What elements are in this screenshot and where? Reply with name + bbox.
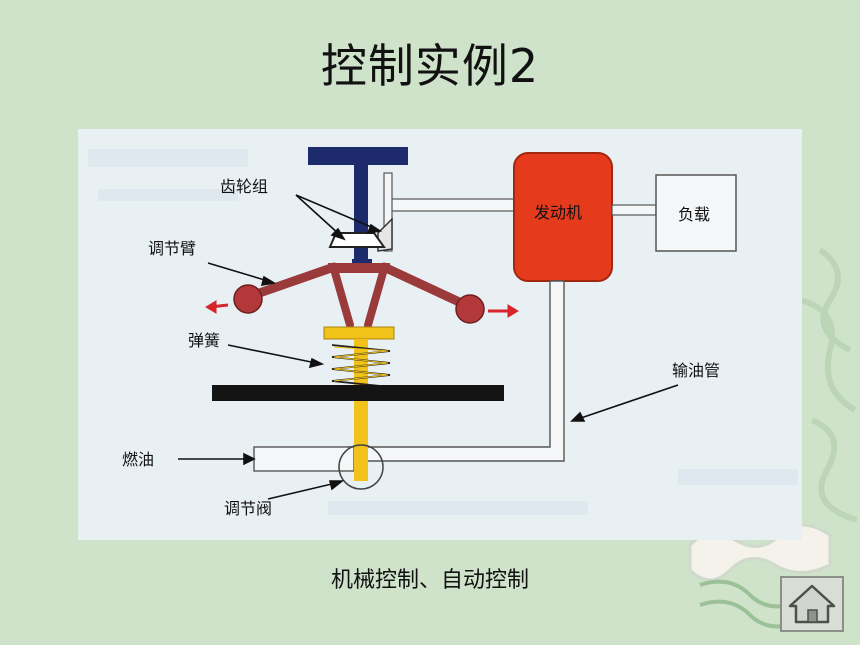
arm-left-outer (243, 262, 339, 302)
load-shaft (611, 204, 657, 216)
valve-marker (338, 444, 384, 490)
arm-right-outer (379, 262, 475, 312)
caption: 机械控制、自动控制 (330, 568, 529, 593)
home-icon (788, 584, 836, 624)
label-load: 负载 (678, 205, 711, 224)
label-adjust-valve: 调节阀 (224, 499, 273, 518)
home-button[interactable] (780, 576, 844, 632)
drive-shaft-vertical (383, 172, 393, 252)
drive-shaft (389, 198, 516, 212)
top-crossbar (308, 147, 408, 165)
label-gear-group: 齿轮组 (220, 177, 269, 196)
upper-shaft (354, 165, 368, 265)
motion-arrow-right (488, 304, 519, 318)
label-oil-pipe: 输油管 (672, 361, 721, 380)
label-engine: 发动机 (534, 203, 583, 222)
spring-cap (323, 326, 395, 340)
motion-arrow-left (205, 300, 229, 314)
valve-body (354, 447, 368, 481)
flyweight-left (233, 284, 263, 314)
governor-diagram: 齿轮组 调节臂 弹簧 燃油 调节阀 发动机 负载 输油管 (78, 129, 802, 540)
label-fuel: 燃油 (122, 450, 155, 469)
arm-right-inner (364, 265, 388, 329)
arm-left-inner (330, 265, 354, 329)
base-plate (212, 385, 504, 401)
arm-pivot (328, 263, 390, 273)
load-block (655, 174, 737, 252)
bevel-gear (328, 232, 386, 248)
label-spring: 弹簧 (188, 331, 221, 350)
slide-title: 控制实例2 (320, 39, 540, 93)
governor-diagram-drawing (78, 129, 802, 540)
fuel-pipe (253, 446, 355, 472)
flyweight-right (455, 294, 485, 324)
leader-arrows (178, 194, 679, 500)
label-adjust-arm: 调节臂 (148, 239, 197, 258)
